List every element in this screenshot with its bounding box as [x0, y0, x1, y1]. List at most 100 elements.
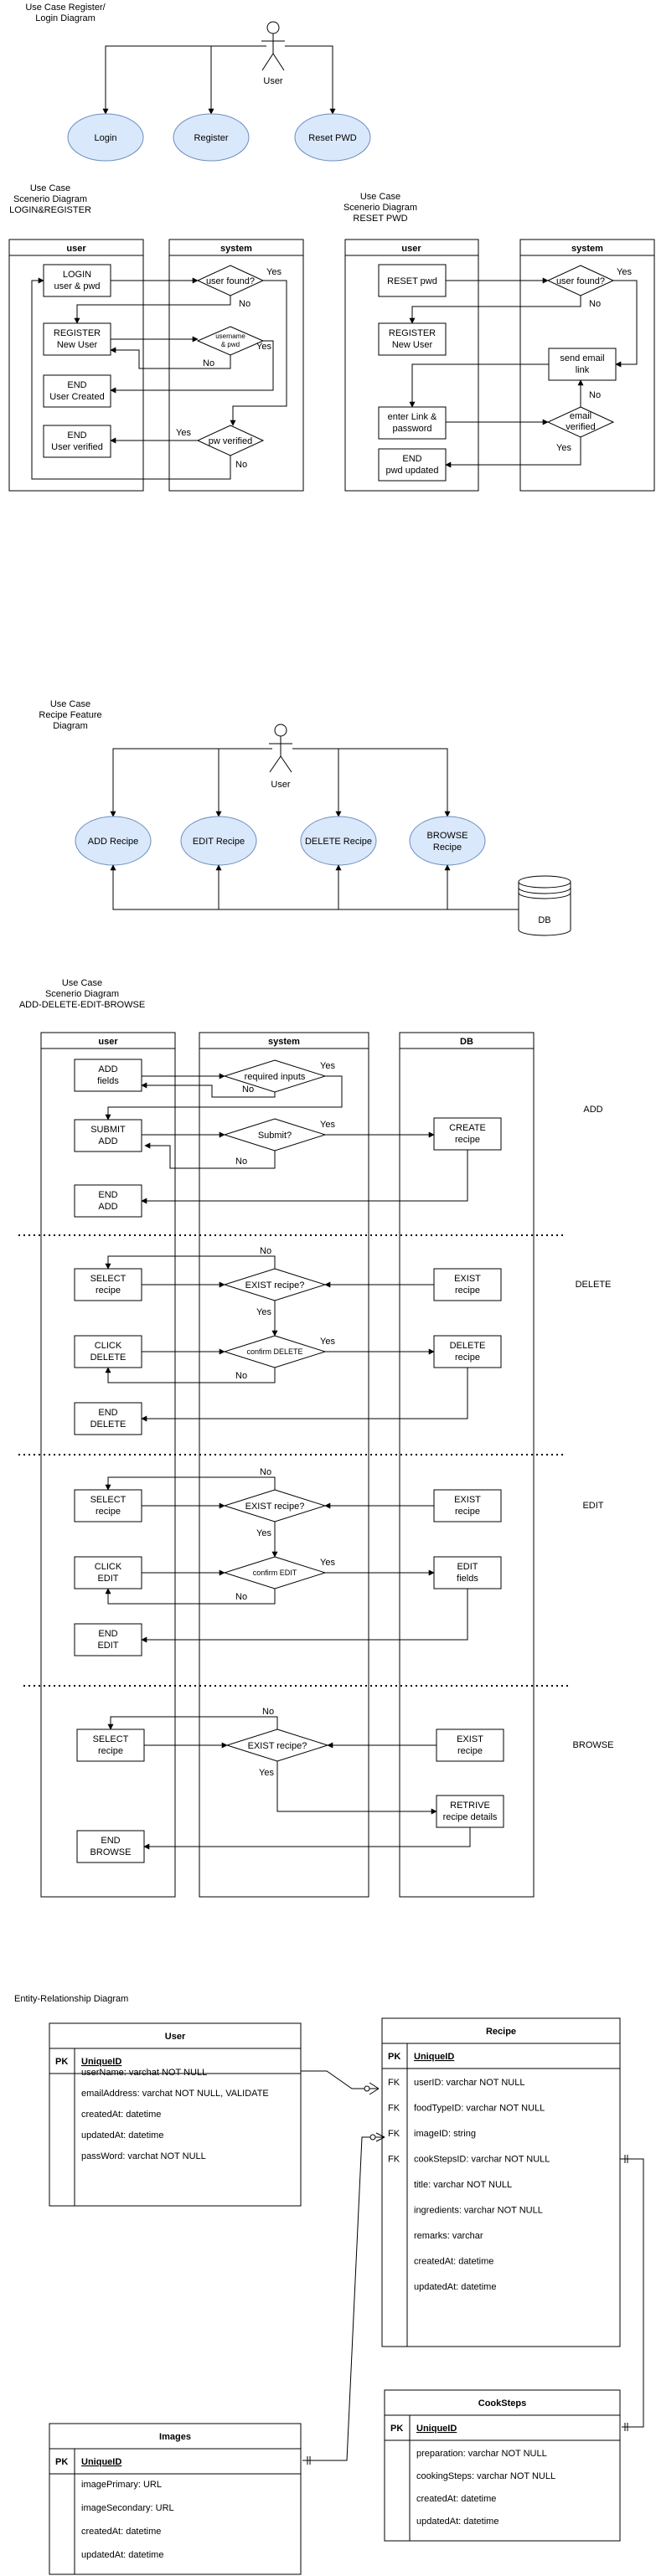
node-select-edit-line2: recipe	[96, 1507, 121, 1517]
erd-row-field: title: varchar NOT NULL	[414, 2180, 512, 2190]
usecase-login-label: Login	[95, 133, 117, 143]
node-end-browse-line2: BROWSE	[90, 1847, 132, 1857]
node-exist-edit-db-line2: recipe	[455, 1507, 480, 1517]
erd-row-field: ingredients: varchar NOT NULL	[414, 2206, 543, 2216]
node-add-fields-line1: ADD	[98, 1064, 117, 1074]
d1-actor-label: User	[263, 76, 283, 86]
node-end-pwd-updated	[378, 448, 447, 482]
usecase-login-diagram: Use Case Register/ Login Diagram User Lo…	[25, 3, 371, 162]
node-select-browse-line2: recipe	[98, 1746, 123, 1756]
decision-email-verified-line2: verified	[566, 422, 595, 432]
erd-pk-field: UniqueID	[81, 2057, 121, 2067]
add-label-yes-1: Yes	[320, 1061, 335, 1071]
database-icon	[518, 875, 571, 936]
erd-row-field: passWord: varchat NOT NULL	[81, 2151, 206, 2161]
browse-label-yes-1: Yes	[259, 1768, 274, 1778]
erd-relationships	[301, 2070, 644, 2465]
lane-user-title: user	[66, 244, 86, 254]
erd-row-field: imagePrimary: URL	[81, 2480, 162, 2490]
node-select-browse	[76, 1728, 145, 1762]
erd-row-field: imageSecondary: URL	[81, 2503, 174, 2513]
node-click-delete	[74, 1335, 142, 1368]
lane-db-crud	[399, 1032, 535, 1898]
usecase-add-recipe-label: ADD Recipe	[88, 837, 139, 847]
erd-row-field: updatedAt: datetime	[81, 2130, 163, 2141]
node-end-delete	[74, 1402, 142, 1435]
erd-row-field: updatedAt: datetime	[81, 2550, 163, 2560]
erd-title: Entity-Relationship Diagram	[14, 1994, 128, 2004]
scenario-login-register: Use Case Scenerio Diagram LOGIN&REGISTER…	[8, 183, 304, 492]
node-register	[43, 322, 111, 356]
node-submit-add-line1: SUBMIT	[90, 1125, 126, 1135]
node-end-pwd-updated-line2: pwd updated	[386, 466, 439, 476]
actor-user-icon	[261, 21, 285, 71]
node-select-browse-line1: SELECT	[93, 1734, 129, 1744]
node-exist-delete-db-line1: EXIST	[454, 1274, 481, 1284]
node-click-edit-line2: EDIT	[97, 1574, 118, 1584]
erd-row-field: updatedAt: datetime	[414, 2282, 496, 2292]
section-delete: DELETE	[576, 1280, 612, 1290]
node-login-line1: LOGIN	[63, 270, 91, 280]
node-submit-add	[74, 1119, 142, 1152]
decision-email-verified-line1: email	[570, 411, 591, 421]
lane-system-crud	[199, 1032, 369, 1898]
usecase-recipe-diagram: Use Case Recipe Feature Diagram User ADD…	[39, 699, 571, 936]
lane-system-crud-title: system	[268, 1037, 300, 1047]
decision-pw-verified-label: pw verified	[209, 436, 253, 446]
node-enter-link-line1: enter Link &	[388, 412, 437, 422]
delete-label-yes-2: Yes	[320, 1337, 335, 1347]
node-select-delete-line1: SELECT	[90, 1274, 127, 1284]
edge-label-reset-no-1: No	[589, 299, 601, 309]
d5-title-3: ADD-DELETE-EDIT-BROWSE	[19, 1000, 145, 1010]
node-end-add-line2: ADD	[98, 1202, 117, 1212]
node-exist-browse-db	[436, 1728, 504, 1762]
edge-label-yes-3: Yes	[176, 428, 191, 438]
delete-label-no-1: No	[260, 1246, 271, 1256]
delete-label-yes-1: Yes	[256, 1307, 271, 1317]
erd-row-field: cookStepsID: varchar NOT NULL	[414, 2155, 550, 2165]
decision-submit-label: Submit?	[258, 1131, 292, 1141]
node-select-delete-line2: recipe	[96, 1285, 121, 1296]
node-delete-recipe-db-line2: recipe	[455, 1352, 480, 1363]
erd-pk-key: PK	[55, 2057, 68, 2067]
section-edit: EDIT	[582, 1501, 603, 1511]
d5-title-1: Use Case	[62, 978, 102, 988]
node-end-edit-line1: END	[98, 1629, 117, 1639]
node-retrieve-recipe-line1: RETRIVE	[450, 1801, 490, 1811]
usecase-delete-recipe-label: DELETE Recipe	[305, 837, 372, 847]
decision-username-pwd-line1: username	[215, 332, 245, 340]
node-submit-add-line2: ADD	[98, 1136, 117, 1146]
decision-confirm-edit-label: confirm EDIT	[253, 1569, 297, 1577]
node-delete-recipe-db-line1: DELETE	[450, 1341, 486, 1351]
decision-confirm-delete-label: confirm DELETE	[246, 1347, 302, 1356]
rel-cooksteps-recipe	[620, 2158, 644, 2428]
decision-exist-edit-label: EXIST recipe?	[245, 1502, 305, 1512]
erd-row-key: FK	[388, 2104, 400, 2114]
lane-system-title: system	[220, 244, 252, 254]
node-edit-fields-db-line2: fields	[457, 1574, 478, 1584]
node-add-fields	[74, 1059, 142, 1092]
decision-exist-delete-label: EXIST recipe?	[245, 1280, 305, 1291]
node-end-edit	[74, 1623, 142, 1656]
node-send-email-line2: link	[576, 365, 590, 375]
usecase-reset-pwd-label: Reset PWD	[308, 133, 357, 143]
erd-table-name-recipe: Recipe	[486, 2027, 516, 2037]
decision-required-inputs-label: required inputs	[245, 1072, 306, 1082]
decision-user-found-label: user found?	[206, 276, 255, 286]
erd-row-field: imageID: string	[414, 2129, 476, 2139]
d2-title-3: LOGIN&REGISTER	[9, 205, 91, 215]
edge-label-no-1: No	[239, 299, 251, 309]
erd-row-field: userID: varchar NOT NULL	[414, 2078, 524, 2088]
d2-title-2: Scenerio Diagram	[13, 194, 87, 204]
edge-label-yes-1: Yes	[266, 267, 282, 277]
edge-label-no-3: No	[235, 460, 247, 470]
d4-actor-label: User	[271, 780, 291, 790]
node-edit-fields-db-line1: EDIT	[457, 1562, 478, 1572]
erd-row-field: createdAt: datetime	[81, 2110, 161, 2120]
node-retrieve-recipe-line2: recipe details	[443, 1812, 498, 1822]
d5-title-2: Scenerio Diagram	[45, 989, 119, 999]
